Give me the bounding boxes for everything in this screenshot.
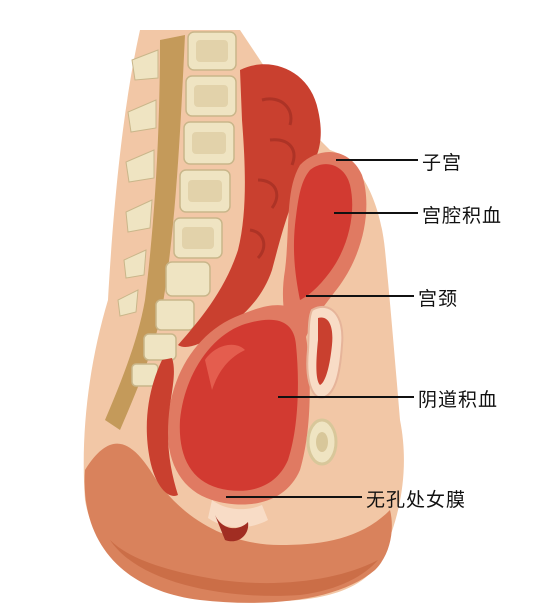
rectum (146, 358, 178, 496)
uterine-cavity-blood (293, 164, 353, 300)
label-cervix: 宫颈 (418, 288, 459, 310)
leader-lines (226, 159, 418, 498)
bowel-tissue (178, 64, 321, 347)
spinal-cord (105, 35, 185, 430)
urethra (316, 317, 333, 385)
vertebrae (117, 31, 237, 387)
label-hematometra: 宫腔积血 (422, 205, 503, 227)
label-hematocolpos: 阴道积血 (418, 389, 499, 411)
label-imperforate-hymen: 无孔处女膜 (366, 489, 467, 511)
perineum-shadow (110, 540, 378, 596)
pubic-bone-inner (316, 432, 328, 452)
bowel-folds (249, 97, 296, 260)
perineum-tissue (84, 443, 392, 603)
hymen-membrane (208, 500, 268, 528)
label-uterus: 子宫 (422, 152, 463, 174)
blood-highlight (205, 344, 245, 390)
vulva (215, 515, 249, 542)
